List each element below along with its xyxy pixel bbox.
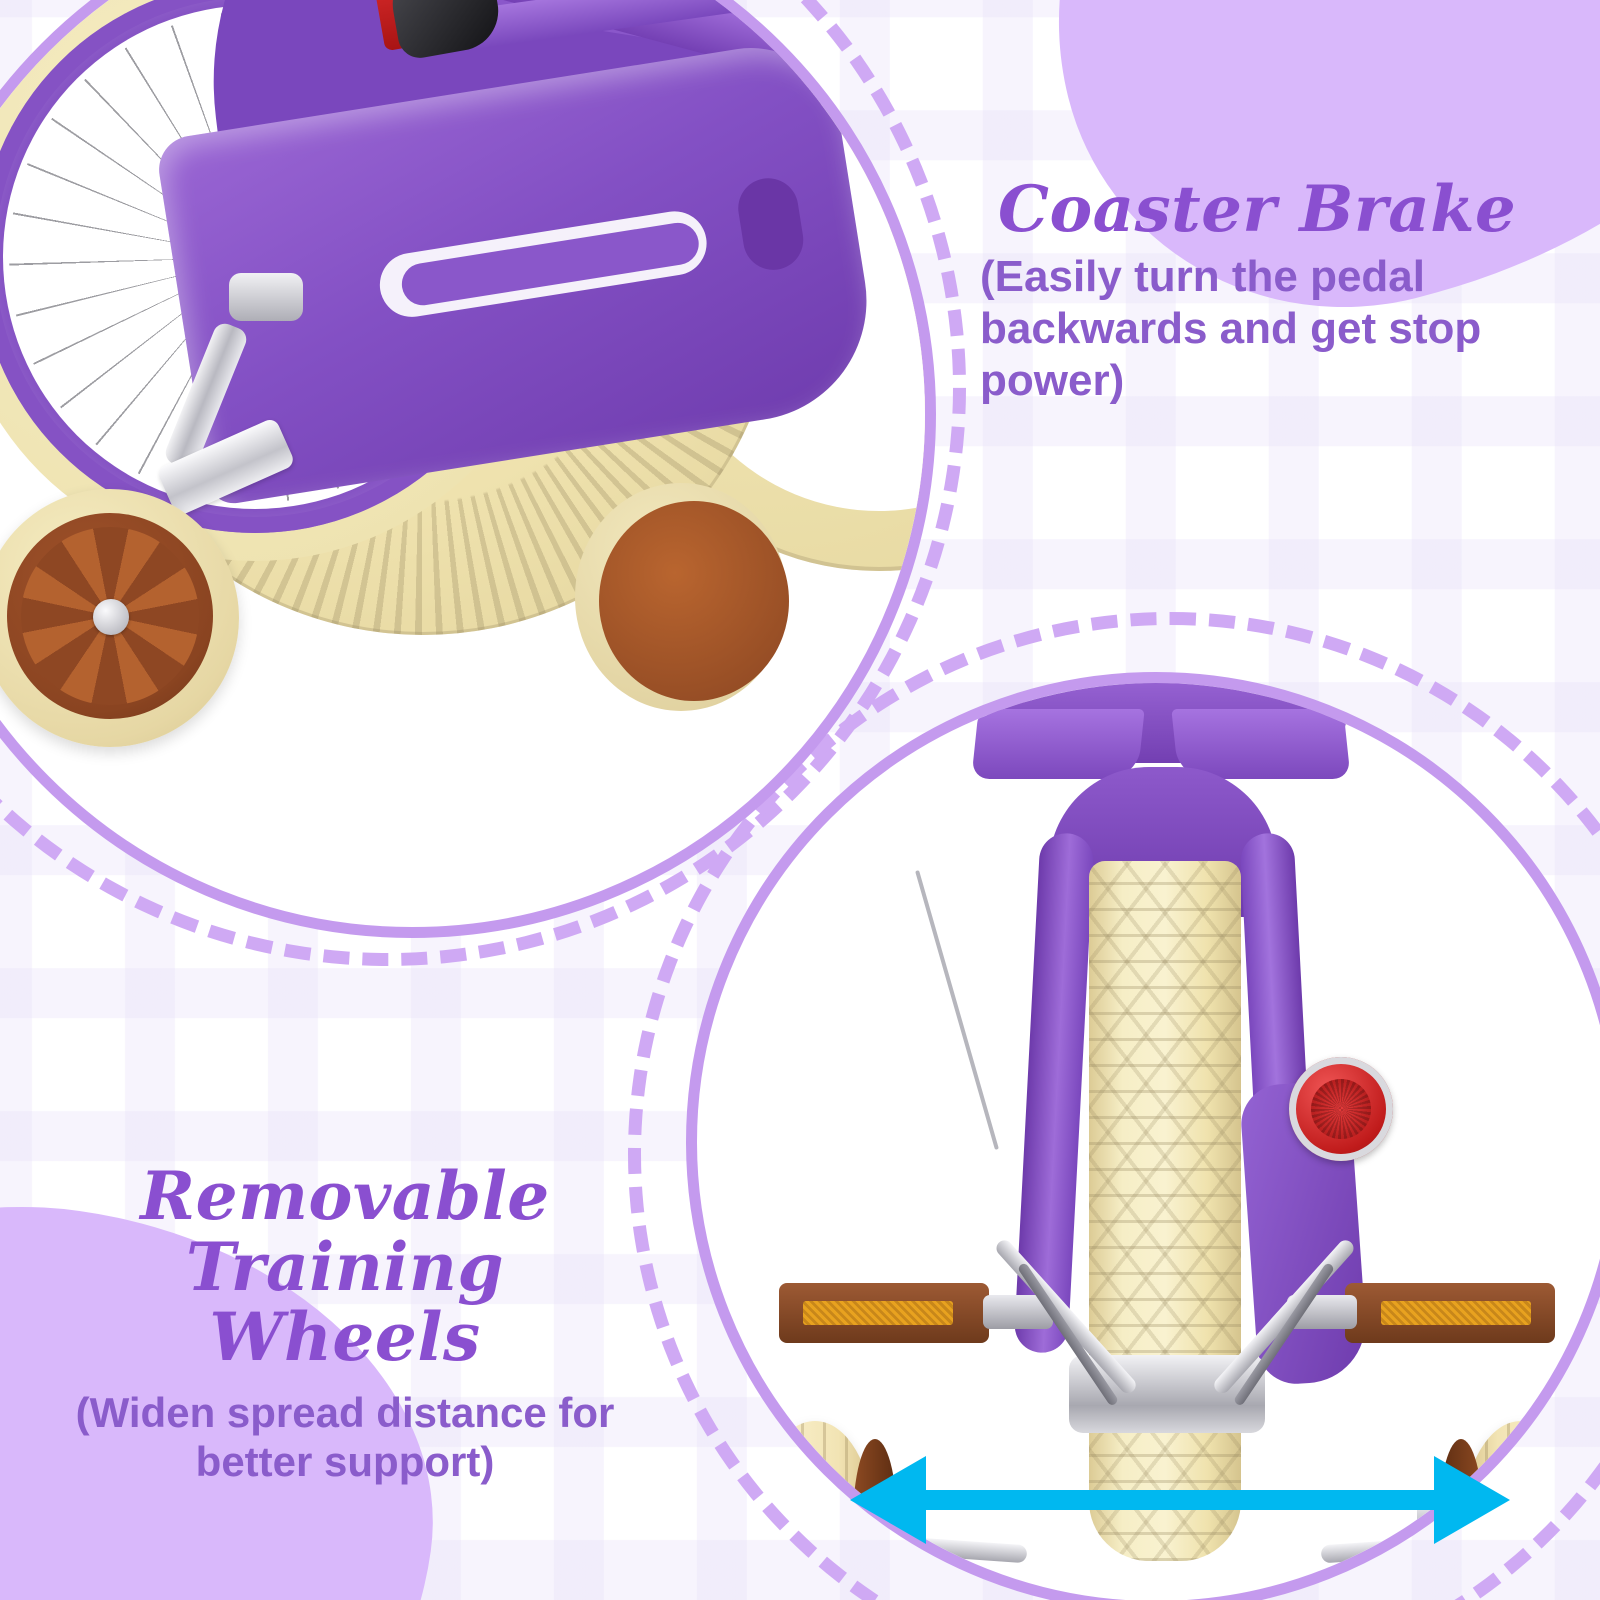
training-wheels-text-block: Removable Training Wheels (Widen spread … — [40, 1157, 650, 1487]
photo-circle-training-wheels — [686, 672, 1600, 1600]
spread-distance-double-arrow-icon — [850, 1456, 1510, 1544]
coaster-brake-heading: Coaster Brake — [998, 172, 1517, 247]
left-training-wheel — [757, 1421, 919, 1600]
left-pedal — [779, 1283, 989, 1343]
chain-guard-hole — [733, 173, 808, 275]
bicycle-side-view-photo — [0, 0, 925, 927]
brake-cable — [915, 870, 999, 1150]
far-training-wheel-hub — [599, 501, 789, 701]
photo-circle-coaster-brake — [0, 0, 936, 938]
rear-reflector-lens — [1311, 1079, 1371, 1139]
left-pedal-reflector — [803, 1301, 953, 1325]
right-pedal — [1345, 1283, 1555, 1343]
coaster-brake-subtext: (Easily turn the pedal backwards and get… — [980, 252, 1482, 405]
training-wheel-bolt — [93, 599, 129, 635]
training-wheel-near — [0, 489, 239, 747]
bottom-bracket — [229, 273, 303, 321]
training-wheels-heading-line2: Training Wheels — [185, 1228, 505, 1376]
training-wheels-subtext: (Widen spread distance for better suppor… — [75, 1388, 615, 1486]
rear-tire-chevron-tread — [1089, 861, 1241, 1561]
seat-left-wing — [971, 709, 1145, 779]
rear-reflector-round — [1289, 1057, 1393, 1161]
right-pedal-reflector — [1381, 1301, 1531, 1325]
training-wheels-heading-line1: Removable — [140, 1157, 550, 1235]
bicycle-rear-view-photo — [697, 683, 1600, 1600]
rear-tire-tread-lines — [1089, 861, 1241, 1561]
coaster-brake-text-block: Coaster Brake (Easily turn the pedal bac… — [980, 176, 1580, 407]
rear-tire-rearview — [1089, 861, 1241, 1561]
